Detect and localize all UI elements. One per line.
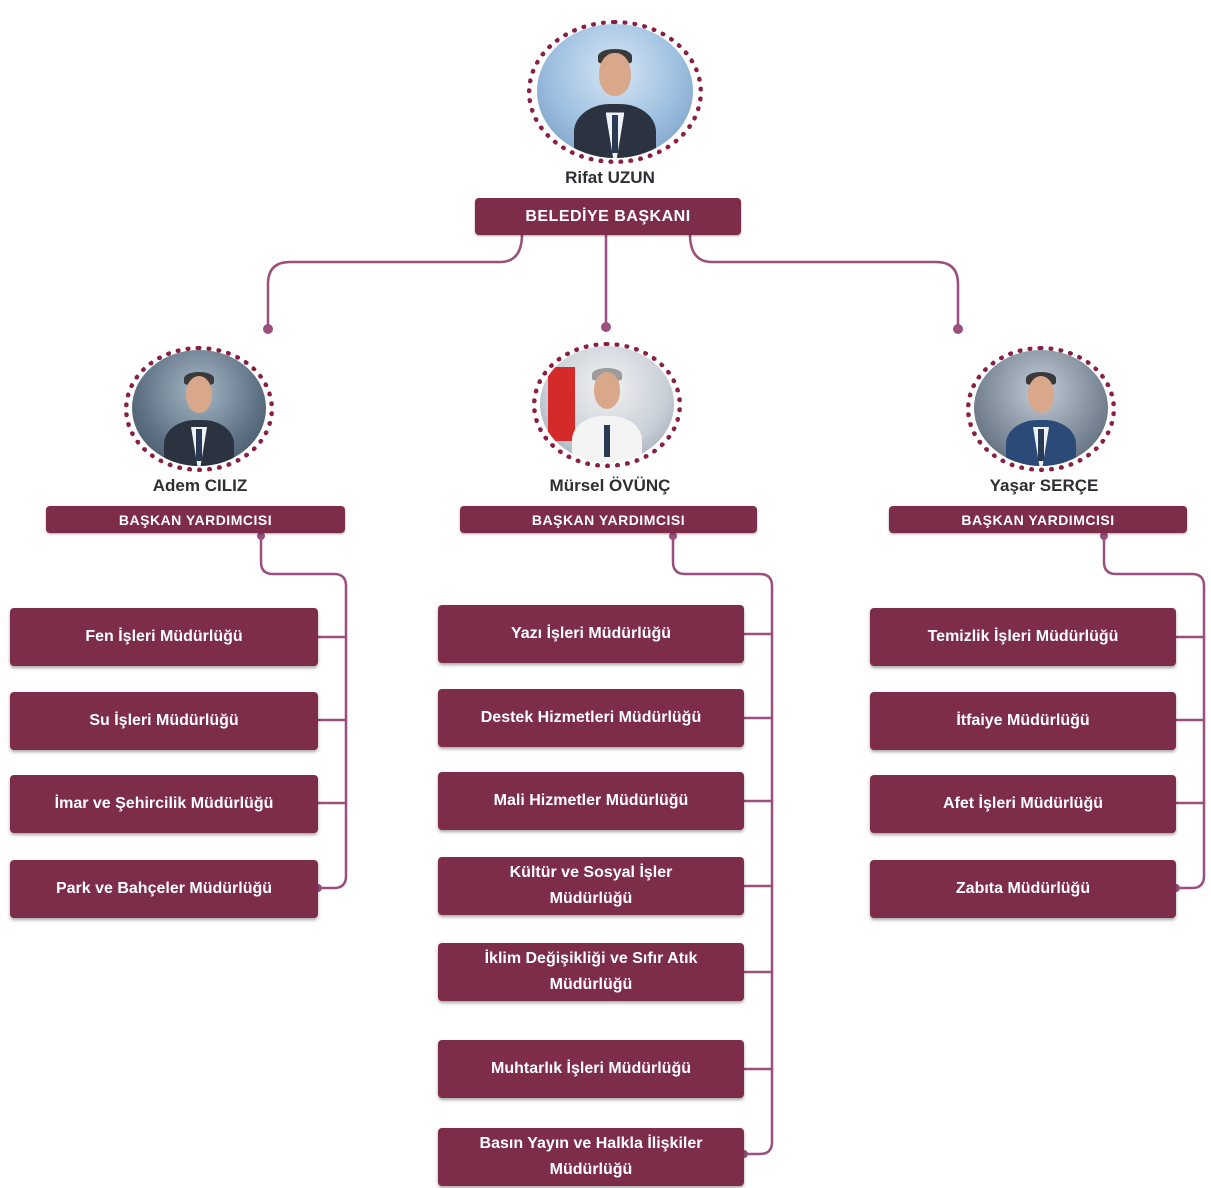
deputy-3-name: Yaşar SERÇE xyxy=(989,476,1099,495)
dept-iklim-sifir-atik: İklim Değişikliği ve Sıfır Atık Müdürlüğ… xyxy=(438,943,744,1001)
deputy-3-avatar-ring xyxy=(966,346,1116,472)
dept-itfaiye: İtfaiye Müdürlüğü xyxy=(870,692,1176,750)
dept-muhtarlik-isleri: Muhtarlık İşleri Müdürlüğü xyxy=(438,1040,744,1098)
mayor-avatar xyxy=(537,24,693,158)
deputy-2-name: Mürsel ÖVÜNÇ xyxy=(549,476,671,495)
dept-fen-isleri: Fen İşleri Müdürlüğü xyxy=(10,608,318,666)
dept-park-bahceler: Park ve Bahçeler Müdürlüğü xyxy=(10,860,318,918)
dept-afet-isleri: Afet İşleri Müdürlüğü xyxy=(870,775,1176,833)
dept-kultur-sosyal: Kültür ve Sosyal İşler Müdürlüğü xyxy=(438,857,744,915)
deputy-2-avatar-ring xyxy=(532,342,682,468)
deputy-3-title: BAŞKAN YARDIMCISI xyxy=(889,506,1187,533)
deputy-2-title: BAŞKAN YARDIMCISI xyxy=(460,506,757,533)
mayor-name: Rifat UZUN xyxy=(565,168,655,187)
deputy-1-title: BAŞKAN YARDIMCISI xyxy=(46,506,345,533)
dept-mali-hizmetler: Mali Hizmetler Müdürlüğü xyxy=(438,772,744,830)
dept-imar-sehircilik: İmar ve Şehircilik Müdürlüğü xyxy=(10,775,318,833)
dept-yazi-isleri: Yazı İşleri Müdürlüğü xyxy=(438,605,744,663)
dept-basin-yayin: Basın Yayın ve Halkla İlişkiler Müdürlüğ… xyxy=(438,1128,744,1186)
mayor-title: BELEDİYE BAŞKANI xyxy=(475,198,741,235)
deputy-1-avatar xyxy=(132,350,266,466)
dept-temizlik-isleri: Temizlik İşleri Müdürlüğü xyxy=(870,608,1176,666)
deputy-1-name: Adem CILIZ xyxy=(152,476,248,495)
flag-icon xyxy=(548,366,575,442)
deputy-3-avatar xyxy=(974,350,1108,466)
deputy-2-avatar xyxy=(540,346,674,462)
dept-zabita: Zabıta Müdürlüğü xyxy=(870,860,1176,918)
deputy-1-avatar-ring xyxy=(124,346,274,472)
dept-su-isleri: Su İşleri Müdürlüğü xyxy=(10,692,318,750)
dept-destek-hizmetleri: Destek Hizmetleri Müdürlüğü xyxy=(438,689,744,747)
mayor-avatar-ring xyxy=(527,20,703,164)
